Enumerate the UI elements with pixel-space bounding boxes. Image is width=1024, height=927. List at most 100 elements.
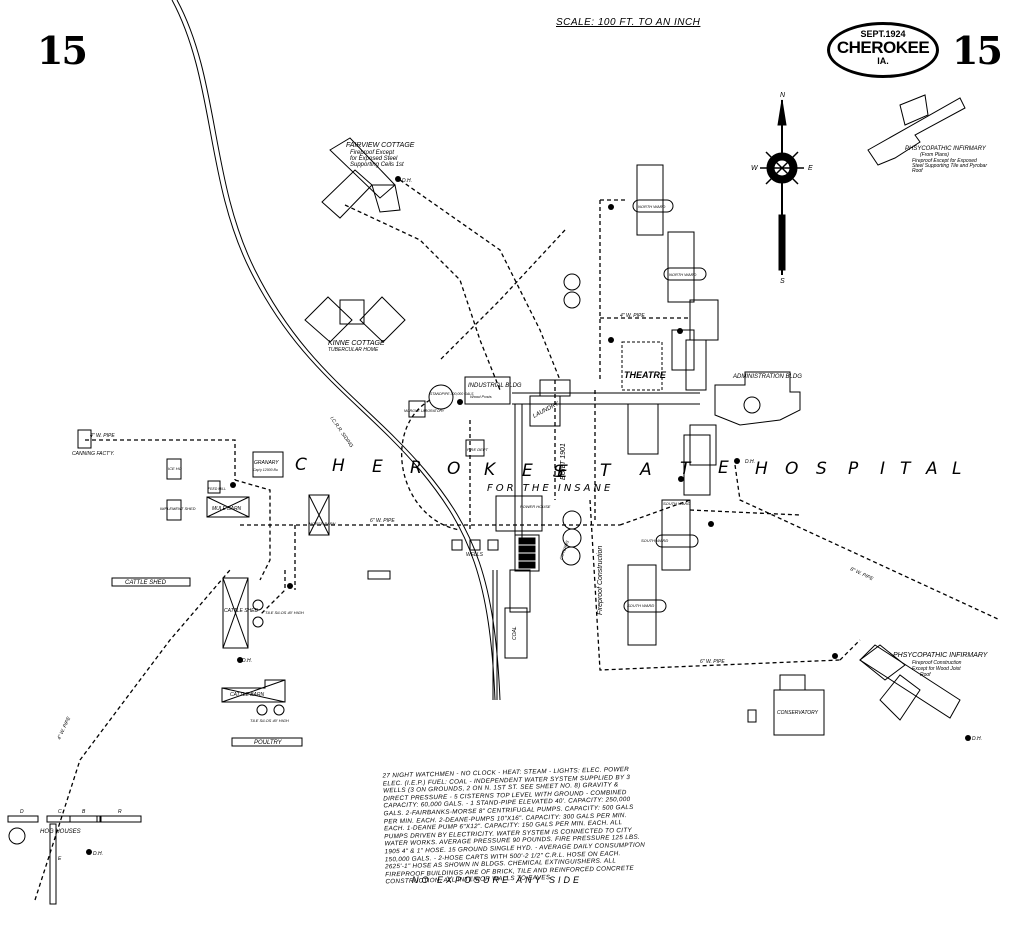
theatre-south[interactable] (627, 403, 659, 455)
cattle-shed-long[interactable] (111, 577, 191, 587)
cattle-shed[interactable] (222, 577, 249, 649)
railroad-spur (492, 570, 498, 700)
hog-houses[interactable] (7, 815, 142, 905)
svg-text:W: W (751, 165, 759, 172)
cattle-barn[interactable] (221, 679, 286, 703)
mule-barn[interactable] (206, 496, 250, 518)
standpipe-label: STANDPIPE 300,000 GALS (430, 392, 474, 396)
city-date-badge: SEPT.1924 CHEROKEE IA. (827, 22, 939, 78)
psych-bottom-note1: Fireproof Construction (912, 660, 962, 666)
store-bldg[interactable] (539, 379, 571, 397)
dh-label: D.H. (972, 736, 982, 742)
granary-label: GRANARY (254, 460, 279, 466)
north-south-corridor (514, 404, 523, 540)
fairview-label: FAIRVIEW COTTAGE (346, 142, 415, 149)
horse-barn[interactable] (308, 494, 330, 536)
hog-houses-label: HOG HOUSES (40, 829, 81, 835)
feed-mill[interactable] (207, 480, 221, 494)
hog-letter-e: E (58, 856, 62, 862)
fire-dept-label: FIRE DEPT (467, 447, 488, 452)
power-label: POWER HOUSE (520, 504, 551, 509)
north-wards[interactable] (632, 164, 719, 391)
scale-label: SCALE: 100 FT. TO AN INCH (556, 17, 701, 28)
svg-text:E: E (718, 458, 729, 478)
svg-text:I: I (880, 459, 885, 479)
svg-text:T: T (600, 461, 612, 481)
cattle-barn-label: CATTLE BARN (230, 692, 264, 698)
svg-text:S: S (553, 462, 564, 482)
implement-shed[interactable] (166, 499, 182, 521)
south-ward-3: SOUTH WARD (627, 603, 654, 608)
svg-text:E: E (557, 462, 568, 482)
power-house[interactable] (495, 495, 543, 532)
dh-label: D.H. (745, 459, 755, 465)
morgue-bldg[interactable] (408, 400, 426, 418)
badge-city: CHEROKEE (836, 38, 930, 57)
mule-barn-label: MULE BARN (212, 506, 242, 512)
psychopathic-infirmary-plan[interactable] (867, 94, 966, 166)
svg-text:T: T (680, 459, 692, 479)
kinne-cottage[interactable] (304, 296, 406, 343)
ice-house[interactable] (166, 458, 182, 480)
horse-barn-label: HORSE BARN (309, 521, 336, 526)
coal-shed[interactable] (504, 607, 528, 659)
coal-bin[interactable] (509, 569, 531, 613)
wells-label: WELLS (466, 552, 484, 558)
railroad-track-2 (176, 0, 501, 701)
svg-text:A: A (925, 459, 938, 479)
page-number-right: 15 (952, 28, 1003, 73)
industrial-sub: Wood Posts (470, 394, 492, 399)
svg-text:H: H (332, 456, 345, 476)
svg-text:A: A (639, 460, 652, 480)
svg-text:C: C (295, 455, 307, 475)
svg-text:S: S (780, 278, 785, 285)
badge-state: IA. (877, 56, 889, 66)
granary-sub: Cap'y 12000 Bu (253, 468, 278, 472)
canning-factory[interactable] (77, 429, 92, 449)
silos2-label: TILE SILOS 40' HIGH (250, 718, 289, 723)
fairview-note2: for Exposed Steel (350, 156, 398, 162)
fairview-cottage[interactable] (321, 137, 401, 219)
theatre-bldg[interactable] (621, 341, 663, 391)
psychopathic-infirmary[interactable] (859, 644, 961, 721)
title-hospital: H O S P I T A L (755, 459, 961, 479)
industrial-bldg[interactable] (464, 376, 511, 405)
psych-bottom-note2: Except for Wood Joist (912, 666, 961, 672)
pipe-label-central: 6" W. PIPE (370, 518, 395, 524)
psych-bottom-note3: Roof (920, 672, 931, 678)
hog-letter-r: R (118, 809, 122, 815)
boiler-units (518, 537, 536, 569)
dh-label: D.H. (402, 178, 412, 184)
psych-top-note2: Steel Supporting Tile and Pyrobar (912, 163, 987, 169)
standpipe[interactable] (428, 384, 454, 410)
pipe-label-north: 4" W. PIPE (620, 313, 645, 319)
cattle-shed-label: CATTLE SHED (224, 608, 258, 614)
hog-letter-c: C (58, 809, 62, 815)
silo (273, 704, 285, 716)
conservatory-label: CONSERVATORY (777, 710, 819, 716)
fire-dept-bldg[interactable] (465, 439, 485, 457)
svg-text:P: P (848, 459, 859, 479)
svg-text:E: E (808, 165, 813, 172)
theatre-label: THEATRE (624, 370, 667, 380)
south-ward-2: SOUTH WARD (663, 501, 690, 506)
title-state: S T A T E (553, 458, 729, 482)
fairview-note1: Fireproof Except (350, 150, 394, 156)
compass-letters: N S E W (751, 92, 813, 285)
kinne-label: KINNE COTTAGE (328, 340, 385, 347)
silo (256, 704, 268, 716)
south-wards[interactable] (623, 424, 717, 646)
administration-bldg[interactable] (714, 371, 801, 426)
water-pipes (34, 179, 1001, 901)
kinne-sub: TUBERCULAR HOME (328, 347, 379, 353)
small-shed (747, 709, 757, 723)
compass-rose (760, 99, 804, 275)
implement-label: IMPLEMENT SHED (160, 506, 196, 511)
ice-label: ICE HO (168, 466, 182, 471)
poultry-house[interactable] (231, 737, 303, 747)
fairview-note3: Supporting Ceils 1st (350, 162, 404, 168)
granary[interactable] (252, 451, 284, 478)
coal-label: COAL (512, 626, 518, 640)
industrial-label: INDUSTRIAL BLDG (468, 383, 522, 389)
